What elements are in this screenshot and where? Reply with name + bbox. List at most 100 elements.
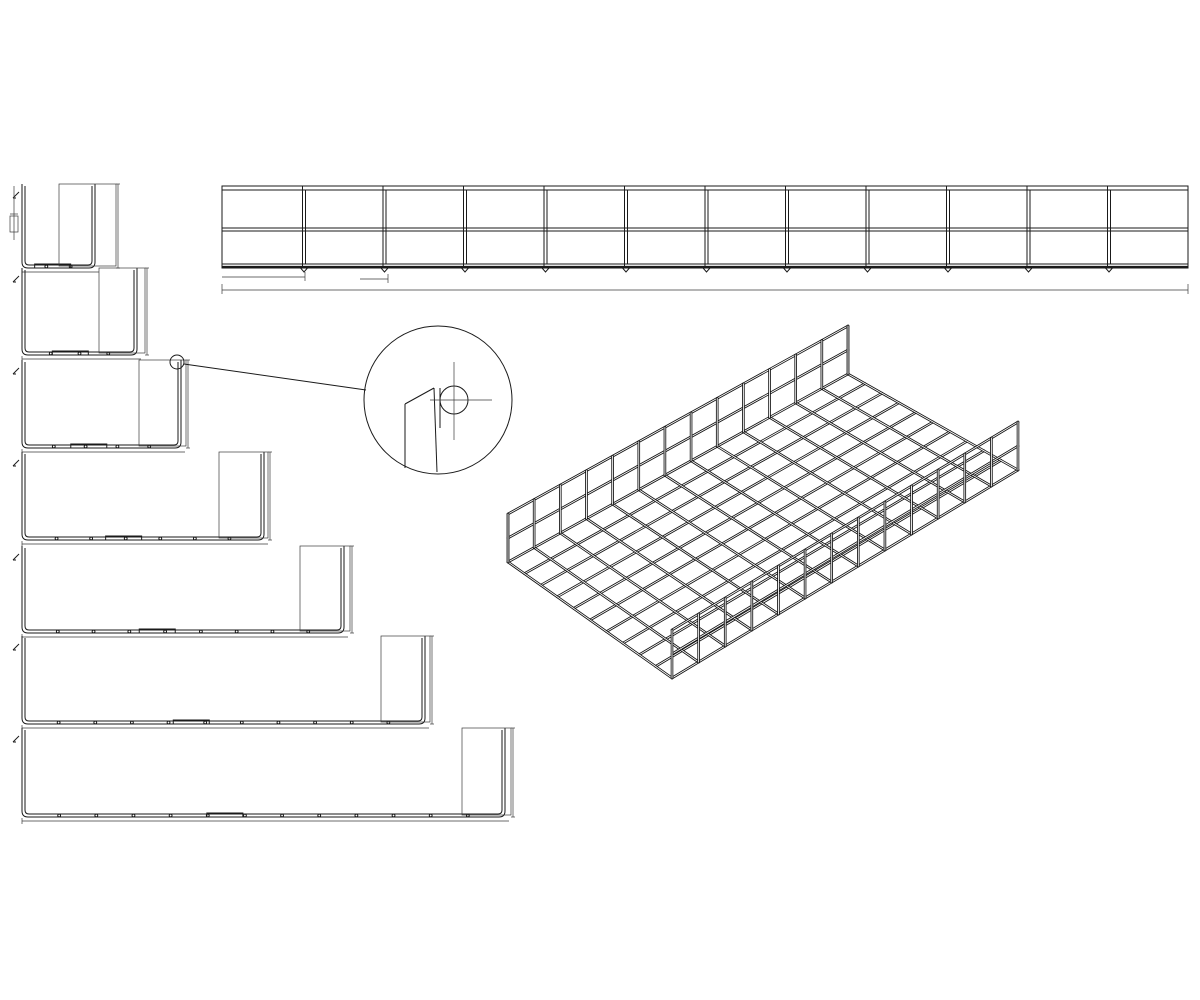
tray-floor-longitudinal-wire-inner [622, 440, 968, 644]
tray-floor-longitudinal-wire-inner [556, 402, 900, 598]
cross-section-2 [12, 267, 149, 362]
side-joint-marker [943, 267, 953, 273]
section-wire-dot [57, 813, 62, 818]
detail-source-circle [169, 354, 185, 370]
section-outline-outer [21, 728, 506, 818]
section-wire-dot [428, 813, 433, 818]
section-left-marker [12, 735, 20, 743]
section-wire-dot [158, 536, 163, 541]
cross-section-1 [9, 183, 120, 275]
cross-section-5 [12, 545, 354, 640]
section-outline-inner [24, 548, 342, 631]
section-reference-frame [138, 359, 187, 447]
section-wire-dot [386, 720, 391, 725]
detail-callout [169, 325, 513, 475]
tray-floor-transverse-wire-inner [690, 460, 859, 567]
section-wire-dot [166, 720, 171, 725]
section-outline-outer [21, 452, 265, 541]
section-wire-dot [91, 629, 96, 634]
section-wire-dot [234, 629, 239, 634]
tray-right-wall-top-rail-inner [671, 421, 1019, 631]
side-joint-marker [1023, 267, 1034, 273]
section-bottom-connector [70, 443, 108, 449]
section-wire-dot [106, 351, 111, 356]
side-joint-marker [782, 267, 792, 273]
tray-floor-longitudinal-wire-inner [573, 411, 917, 609]
section-wire-dot [115, 444, 120, 449]
tray-left-wall-middle-rail-inner [507, 349, 849, 539]
section-outline-inner [24, 270, 135, 353]
section-outline-outer [21, 546, 345, 634]
section-wire-dot [239, 720, 244, 725]
side-joint-marker [1104, 267, 1114, 273]
section-wire-dot [349, 720, 354, 725]
tray-floor-longitudinal-wire-inner [605, 431, 951, 633]
section-wire-dot [198, 629, 203, 634]
tray-floor-transverse-wire-inner [638, 489, 806, 599]
section-outline-outer [21, 268, 138, 356]
tray-floor-longitudinal-wire-inner [638, 450, 985, 656]
section-wire-dot [77, 351, 82, 356]
section-wire-dot [56, 720, 61, 725]
section-bottom-connector [105, 535, 143, 541]
section-outline-inner [24, 454, 262, 538]
cross-section-4 [12, 451, 272, 547]
tray-floor-longitudinal-wire-inner [589, 421, 934, 621]
section-bottom-connector [172, 719, 210, 725]
section-left-marker [12, 275, 20, 283]
section-wire-dot [306, 629, 311, 634]
tray-floor-transverse-wire-inner [821, 388, 992, 487]
section-outline-inner [24, 638, 423, 722]
section-reference-frame [218, 451, 269, 539]
section-outline-inner [24, 730, 503, 815]
section-wire-dot [131, 813, 136, 818]
section-reference-frame [98, 267, 146, 354]
section-wire-dot [317, 813, 322, 818]
detail-magnified-circle [363, 325, 513, 475]
section-outline-inner [24, 186, 93, 266]
cross-section-7 [12, 727, 515, 824]
section-wire-dot [243, 813, 247, 818]
section-reference-frame [58, 183, 117, 267]
section-wire-dot [276, 720, 281, 725]
section-wire-dot [227, 536, 232, 541]
tray-floor-longitudinal-wire-inner [523, 383, 866, 575]
tray-floor-longitudinal-wire-inner [671, 469, 1019, 679]
section-wire-dot [313, 720, 317, 725]
section-left-marker [12, 459, 20, 467]
side-joint-marker [299, 267, 309, 273]
section-wire-dot [93, 720, 98, 725]
side-joint-marker [862, 267, 873, 273]
tray-floor-transverse-wire-inner [507, 561, 673, 679]
tray-floor-transverse-wire-inner [664, 474, 833, 583]
tray-floor-transverse-wire-inner [559, 532, 726, 647]
section-wire-dot [205, 813, 210, 818]
side-joint-marker [621, 267, 631, 273]
section-outline-outer [21, 636, 426, 725]
tray-floor-longitudinal-wire-inner [655, 459, 1002, 667]
tray-floor-transverse-wire-inner [586, 518, 753, 631]
section-left-marker [12, 643, 20, 651]
cross-section-3 [12, 359, 190, 455]
section-left-marker [12, 553, 20, 561]
section-wire-dot [55, 629, 60, 634]
side-joint-marker [540, 267, 551, 273]
section-wire-dot [48, 351, 53, 356]
section-side-detail [9, 215, 19, 233]
tray-right-wall-middle-rail-inner [671, 445, 1019, 655]
section-wire-dot [270, 629, 275, 634]
section-reference-frame [380, 635, 431, 723]
cross-section-6 [12, 635, 434, 731]
section-wire-dot [391, 813, 396, 818]
tray-floor-longitudinal-wire-inner [507, 373, 849, 563]
section-wire-dot [68, 264, 73, 269]
side-joint-marker [379, 267, 390, 273]
section-wire-dot [83, 444, 88, 449]
section-wire-dot [94, 813, 99, 818]
section-wire-dot [51, 444, 56, 449]
side-joint-marker [701, 267, 712, 273]
section-reference-frame [299, 545, 351, 632]
section-left-marker [12, 367, 20, 375]
section-outline-outer [21, 360, 182, 449]
tray-floor-transverse-wire-inner [612, 503, 779, 615]
